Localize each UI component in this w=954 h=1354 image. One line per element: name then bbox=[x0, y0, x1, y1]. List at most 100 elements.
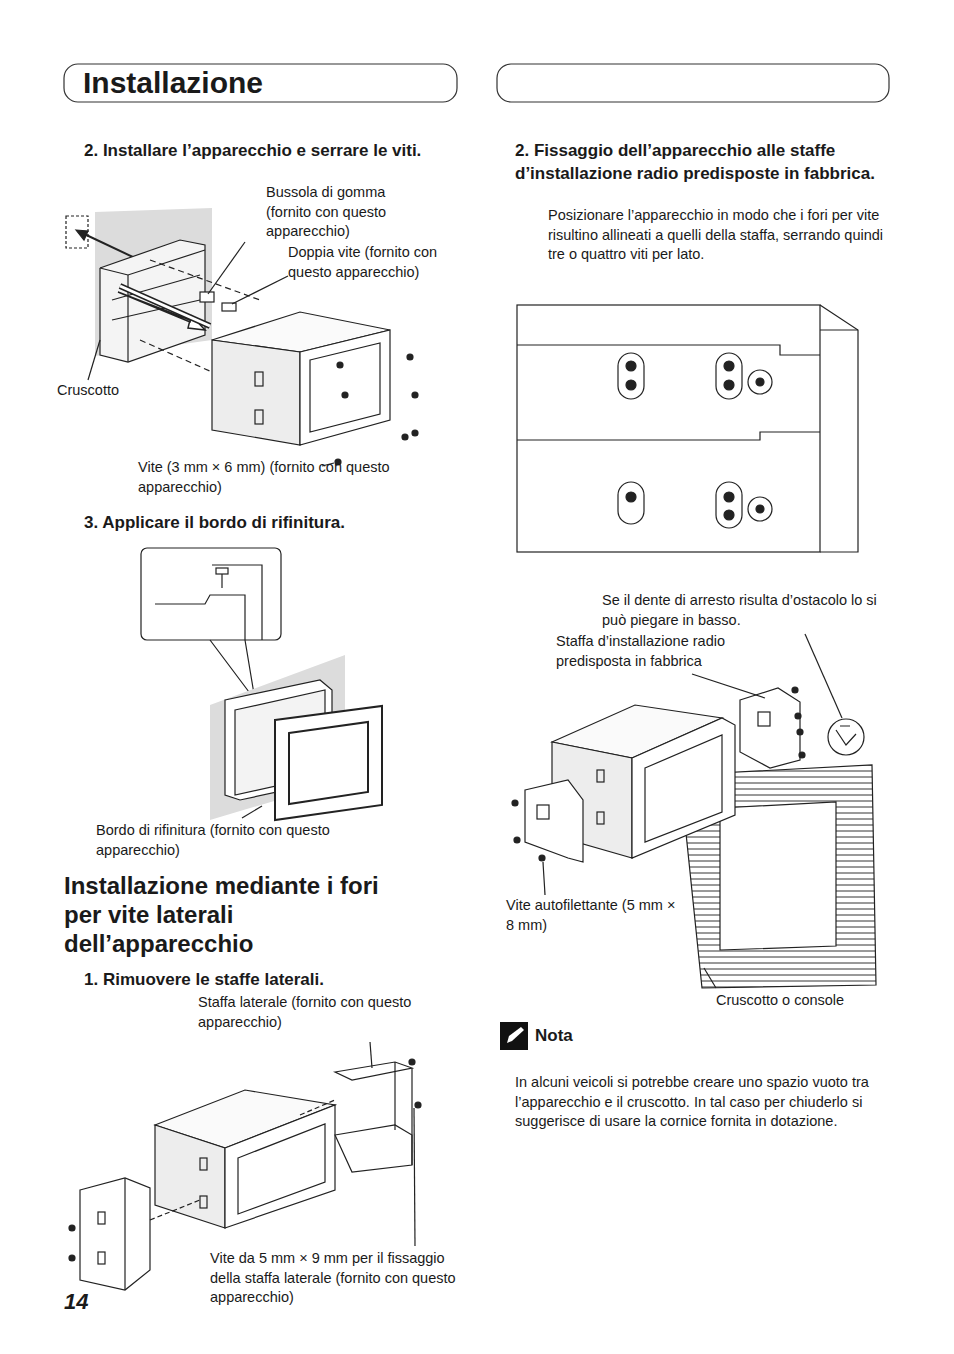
sleeve-install-drawing-part bbox=[212, 340, 300, 445]
sleeve-install-drawing-part bbox=[120, 286, 210, 326]
header-frames-part bbox=[497, 64, 889, 102]
factory-bracket-drawing-part bbox=[597, 770, 604, 782]
factory-bracket-drawing-part bbox=[792, 687, 798, 693]
sleeve-install-drawing-part bbox=[412, 392, 418, 398]
part-label: Vite autofilettante (5 mm × 8 mm) bbox=[506, 896, 676, 935]
part-label: Cruscotto bbox=[57, 381, 157, 401]
factory-bracket-drawing-part bbox=[543, 862, 545, 895]
sleeve-install-drawing-part bbox=[80, 232, 135, 258]
note-icon-part bbox=[507, 1027, 524, 1043]
part-label: Doppia vite (fornito con questo apparecc… bbox=[288, 243, 468, 282]
factory-bracket-drawing-part bbox=[795, 713, 801, 719]
bracket-holes-drawing-part bbox=[626, 380, 636, 390]
factory-bracket-drawing-part bbox=[720, 802, 836, 950]
note-icon bbox=[500, 1022, 528, 1050]
bracket-holes-drawing-part bbox=[517, 305, 820, 552]
bracket-holes-drawing-part bbox=[626, 492, 636, 502]
bracket-holes-drawing-part bbox=[618, 482, 644, 524]
sleeve-install-drawing-part bbox=[255, 372, 263, 386]
instruction-text: Posizionare l’apparecchio in modo che i … bbox=[548, 206, 893, 265]
factory-bracket-drawing-part bbox=[525, 780, 583, 862]
sleeve-install-drawing-part bbox=[402, 434, 408, 440]
bracket-holes-drawing-part bbox=[756, 505, 764, 513]
step-heading: 2. Installare l’apparecchio e serrare le… bbox=[84, 139, 444, 162]
part-label: Cruscotto o console bbox=[716, 991, 886, 1011]
side-bracket-drawing-part bbox=[394, 1062, 395, 1130]
note-text: In alcuni veicoli si potrebbe creare uno… bbox=[515, 1073, 885, 1132]
bracket-holes-drawing-part bbox=[618, 353, 644, 399]
factory-bracket-drawing-part bbox=[740, 688, 800, 768]
factory-bracket-drawing-part bbox=[836, 726, 856, 745]
factory-bracket-drawing-part bbox=[797, 729, 803, 735]
trim-ring-drawing-part bbox=[155, 595, 245, 640]
sleeve-install-drawing-part bbox=[222, 303, 236, 311]
trim-ring-drawing-part bbox=[242, 806, 262, 818]
trim-ring-drawing-part bbox=[221, 574, 222, 588]
header-frames-part bbox=[64, 64, 457, 102]
side-bracket-drawing-part bbox=[411, 1068, 412, 1165]
sleeve-install-drawing-part bbox=[76, 230, 88, 240]
trim-ring-drawing-part bbox=[141, 548, 281, 640]
sleeve-install-drawing-part bbox=[342, 392, 348, 398]
bracket-holes-drawing-part bbox=[716, 353, 742, 399]
part-label: Vite da 5 mm × 9 mm per il fissaggio del… bbox=[210, 1249, 470, 1308]
side-bracket-drawing-part bbox=[335, 1125, 412, 1172]
note-heading: Nota bbox=[535, 1024, 615, 1047]
bracket-holes-drawing-part bbox=[724, 492, 734, 502]
factory-bracket-drawing-part bbox=[597, 812, 604, 824]
factory-bracket-drawing-part bbox=[692, 674, 765, 698]
trim-ring-drawing-part bbox=[275, 706, 382, 820]
sleeve-install-drawing-part bbox=[208, 242, 245, 294]
part-label: Staffa d’installazione radio predisposta… bbox=[556, 632, 776, 671]
side-bracket-drawing-part bbox=[300, 1100, 335, 1115]
side-bracket-drawing-part bbox=[370, 1042, 372, 1068]
side-bracket-drawing-part bbox=[80, 1178, 150, 1290]
sleeve-install-drawing-part bbox=[300, 330, 390, 445]
bracket-holes-drawing-part bbox=[724, 510, 734, 520]
bracket-holes-drawing bbox=[517, 305, 858, 552]
side-bracket-drawing-part bbox=[69, 1255, 75, 1261]
bracket-holes-drawing-part bbox=[756, 378, 764, 386]
step-heading: 3. Applicare il bordo di rifinitura. bbox=[84, 511, 444, 534]
bracket-holes-drawing-part bbox=[517, 432, 820, 440]
factory-bracket-drawing-part bbox=[758, 712, 770, 726]
factory-bracket-drawing-part bbox=[805, 634, 842, 718]
bracket-holes-drawing-part bbox=[724, 380, 734, 390]
trim-ring-drawing-part bbox=[216, 568, 228, 574]
sleeve-install-drawing-part bbox=[407, 354, 413, 360]
side-bracket-drawing-part bbox=[124, 1178, 125, 1290]
part-label: Bordo di rifinitura (fornito con questo … bbox=[96, 821, 366, 860]
side-bracket-drawing-part bbox=[335, 1062, 412, 1080]
sleeve-install-drawing-part bbox=[200, 292, 214, 302]
side-bracket-drawing-part bbox=[225, 1105, 335, 1228]
section-heading: Installazione mediante i fori per vite l… bbox=[64, 872, 394, 958]
bracket-holes-drawing-part bbox=[748, 370, 772, 394]
factory-bracket-drawing-part bbox=[799, 752, 805, 758]
side-bracket-drawing-part bbox=[98, 1212, 105, 1224]
note-icon-part bbox=[500, 1022, 528, 1050]
side-bracket-drawing-part bbox=[150, 1200, 200, 1220]
bracket-holes-drawing-part bbox=[820, 305, 858, 552]
step-heading: 1. Rimuovere le staffe laterali. bbox=[84, 968, 444, 991]
factory-bracket-drawing-part bbox=[514, 837, 520, 843]
bracket-holes-drawing-part bbox=[626, 361, 636, 371]
side-bracket-drawing-part bbox=[415, 1102, 421, 1108]
part-label: Bussola di gomma (fornito con questo app… bbox=[266, 183, 426, 242]
factory-bracket-drawing-part bbox=[828, 719, 864, 755]
bracket-holes-drawing-part bbox=[820, 329, 858, 330]
bracket-holes-drawing-part bbox=[748, 497, 772, 521]
side-bracket-drawing-part bbox=[200, 1158, 207, 1170]
part-label: Staffa laterale (fornito con questo appa… bbox=[198, 993, 468, 1032]
sleeve-install-drawing-part bbox=[412, 430, 418, 436]
page-title: Installazione bbox=[83, 66, 263, 99]
sleeve-install-drawing-part bbox=[310, 343, 380, 432]
side-bracket-drawing-part bbox=[69, 1225, 75, 1231]
factory-bracket-drawing-part bbox=[539, 855, 545, 861]
factory-bracket-drawing-part bbox=[537, 805, 549, 819]
factory-bracket-drawing-part bbox=[512, 800, 518, 806]
side-bracket-drawing-part bbox=[238, 1124, 325, 1214]
side-bracket-drawing-part bbox=[200, 1196, 207, 1208]
side-bracket-drawing-part bbox=[155, 1125, 225, 1228]
side-bracket-drawing-part bbox=[414, 1108, 415, 1246]
trim-ring-drawing bbox=[141, 548, 382, 820]
